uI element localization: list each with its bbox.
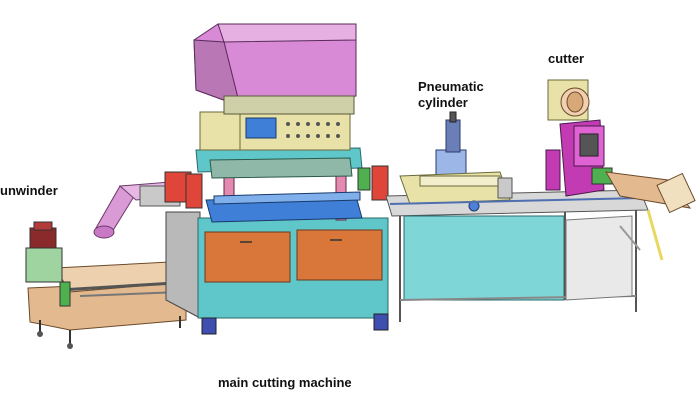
feed-arm <box>93 171 192 239</box>
main-cutting-machine-label: main cutting machine <box>218 375 352 390</box>
main-cutting-machine <box>165 23 389 335</box>
cutter-unit <box>545 79 696 261</box>
pneumatic-label-line1: Pneumatic <box>418 79 484 94</box>
feed-table <box>385 111 649 322</box>
cutter-label: cutter <box>548 51 585 66</box>
unwinder-unit <box>25 221 187 349</box>
unwinder-label: unwinder <box>0 183 58 198</box>
pneumatic-cylinder-label: Pneumatic cylinder <box>418 79 484 111</box>
pneumatic-label-line2: cylinder <box>418 95 468 110</box>
